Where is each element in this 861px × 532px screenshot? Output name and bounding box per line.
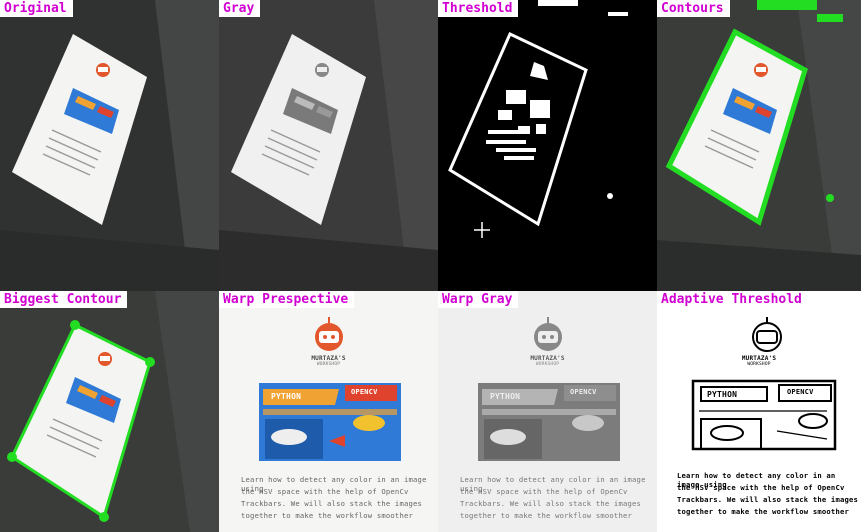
gray-body-line-4: together to make the workflow smoother (460, 511, 633, 520)
warp-color-overlay: MURTAZA'S WORKSHOP PYTHON OPENCV Learn h… (219, 291, 438, 532)
panel-contours: Contours (657, 0, 861, 291)
bw-brand-sub: WORKSHOP (747, 362, 771, 367)
body-line-3: Trackbars. We will also stack the images (241, 499, 423, 508)
panel-biggest-contour: Biggest Contour (0, 291, 219, 532)
opencv-label: OPENCV (351, 388, 378, 396)
panel-warp-prespective: MURTAZA'S WORKSHOP PYTHON OPENCV Learn h… (219, 291, 438, 532)
panel-label-original: Original (0, 0, 73, 17)
bw-opencv-label: OPENCV (787, 388, 814, 396)
panel-label-contours: Contours (657, 0, 730, 17)
robot-logo-bw-icon (752, 317, 782, 352)
panel-adaptive-threshold: MURTAZA'S WORKSHOP PYTHON OPENCV Learn h… (657, 291, 861, 532)
robot-logo-icon (315, 317, 343, 351)
panel-label-warp-prespective: Warp Prespective (219, 291, 355, 308)
bw-brand-name: MURTAZA'S (741, 355, 777, 362)
bw-python-label: PYTHON (707, 390, 738, 399)
gray-brand-name: MURTAZA'S (530, 355, 565, 362)
bw-body-line-4: together to make the workflow smoother (677, 507, 850, 516)
gray-body-line-3: Trackbars. We will also stack the images (460, 499, 642, 508)
warp-gray-document (478, 317, 620, 461)
adaptive-threshold-document (691, 317, 837, 451)
gray-photo (219, 0, 438, 291)
original-photo (0, 0, 219, 291)
panel-label-biggest-contour: Biggest Contour (0, 291, 128, 308)
body-line-4: together to make the workflow smoother (241, 511, 414, 520)
bw-body-line-2: the HSV space with the help of OpenCv (677, 483, 845, 492)
gray-body-line-1: Learn how to detect any color in an imag… (460, 475, 646, 493)
panel-threshold: Threshold (438, 0, 657, 291)
corner-points (7, 320, 155, 522)
panel-label-warp-gray: Warp Gray (438, 291, 519, 308)
warp-color-document (259, 317, 401, 461)
panel-label-adaptive-threshold: Adaptive Threshold (657, 291, 808, 308)
threshold-image (438, 0, 657, 291)
panel-gray: Gray (219, 0, 438, 291)
gray-python-label: PYTHON (490, 392, 521, 401)
panel-label-gray: Gray (219, 0, 261, 17)
crosshair-icon (474, 222, 490, 238)
gray-body-line-2: the HSV space with the help of OpenCv (460, 487, 628, 496)
bw-body-line-1: Learn how to detect any color in an imag… (677, 471, 836, 489)
doc-robot-icon (96, 63, 110, 77)
contours-image (657, 0, 861, 291)
gray-brand-sub: WORKSHOP (535, 362, 560, 367)
biggest-contour-image (0, 291, 219, 532)
bw-body-line-3: Trackbars. We will also stack the images (677, 495, 859, 504)
robot-logo-gray-icon (534, 317, 562, 351)
adaptive-overlay: MURTAZA'S WORKSHOP PYTHON OPENCV Learn h… (657, 291, 861, 532)
warp-gray-overlay: MURTAZA'S WORKSHOP PYTHON OPENCV Learn h… (438, 291, 657, 532)
body-line-1: Learn how to detect any color in an imag… (241, 475, 427, 493)
gray-opencv-label: OPENCV (570, 388, 597, 396)
body-line-2: the HSV space with the help of OpenCv (241, 487, 409, 496)
panel-label-threshold: Threshold (438, 0, 519, 17)
python-label: PYTHON (271, 392, 302, 401)
panel-original: Original (0, 0, 219, 291)
brand-name: MURTAZA'S (311, 355, 346, 362)
panel-warp-gray: MURTAZA'S WORKSHOP PYTHON OPENCV Learn h… (438, 291, 657, 532)
brand-sub: WORKSHOP (316, 362, 341, 367)
